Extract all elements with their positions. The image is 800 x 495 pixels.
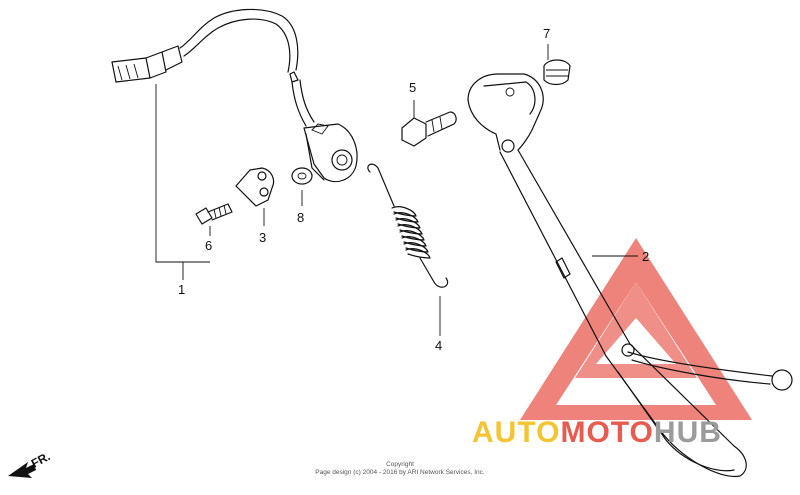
label-part-4: 4 <box>435 338 442 353</box>
label-part-6: 6 <box>205 238 212 253</box>
label-part-2: 2 <box>642 249 649 264</box>
part-2-side-stand[interactable] <box>467 73 793 478</box>
part-6-bolt[interactable] <box>195 203 233 236</box>
copyright-notice: Page design (c) 2004 - 2016 by ARI Netwo… <box>315 469 485 476</box>
watermark-part-1: AUTO <box>472 416 560 449</box>
part-5-pivot-bolt[interactable] <box>401 100 457 147</box>
part-7-rubber-cap[interactable] <box>543 44 571 86</box>
front-direction-arrow <box>8 462 36 478</box>
watermark-part-2: MOTO <box>560 416 653 449</box>
watermark-triangle-logo <box>520 238 752 420</box>
part-3-switch-plate[interactable] <box>235 167 275 226</box>
part-1-sidestand-switch[interactable] <box>111 8 358 280</box>
label-part-8: 8 <box>297 210 304 225</box>
part-4-spring[interactable] <box>367 163 449 336</box>
watermark-wordmark: AUTOMOTOHUB <box>472 416 722 449</box>
copyright-title: Copyright <box>386 461 414 468</box>
label-part-3: 3 <box>259 230 266 245</box>
svg-text:AUTOMOTOHUB: AUTOMOTOHUB <box>472 416 722 449</box>
label-part-5: 5 <box>409 80 416 95</box>
part-8-washer[interactable] <box>291 167 313 206</box>
label-part-7: 7 <box>543 26 550 41</box>
watermark-part-3: HUB <box>654 416 722 449</box>
label-part-1: 1 <box>178 282 185 297</box>
